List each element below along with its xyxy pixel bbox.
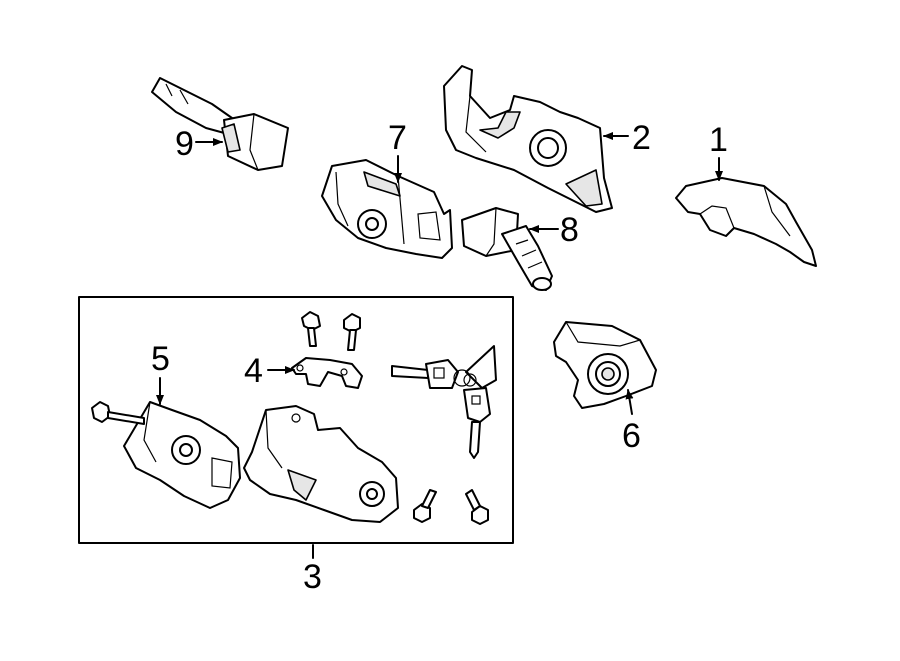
part-9-wiper-switch	[151, 77, 289, 171]
part-3-kit-frame	[78, 296, 514, 544]
callout-1: 1	[709, 121, 728, 159]
callout-9: 9	[175, 125, 194, 163]
leader-lines	[156, 132, 723, 559]
part-2-column-cover	[443, 65, 613, 213]
leader-6	[625, 389, 634, 415]
callout-7: 7	[388, 119, 407, 157]
part-4-bracket	[291, 357, 363, 389]
keys	[391, 345, 497, 459]
callout-2: 2	[632, 119, 651, 157]
callout-5: 5	[151, 340, 170, 378]
part-8-light-switch	[461, 207, 553, 291]
bolt-group	[301, 311, 489, 525]
part-7-switch-body	[321, 159, 453, 259]
part-5-lock-module	[91, 401, 241, 509]
part-6-lock-housing	[553, 321, 657, 409]
callout-4: 4	[244, 352, 263, 390]
callout-8: 8	[560, 211, 579, 249]
callout-6: 6	[622, 417, 641, 455]
part-3-lock-body	[243, 405, 399, 523]
part-1-column-cover-lower	[675, 177, 817, 267]
callout-3: 3	[303, 558, 322, 596]
